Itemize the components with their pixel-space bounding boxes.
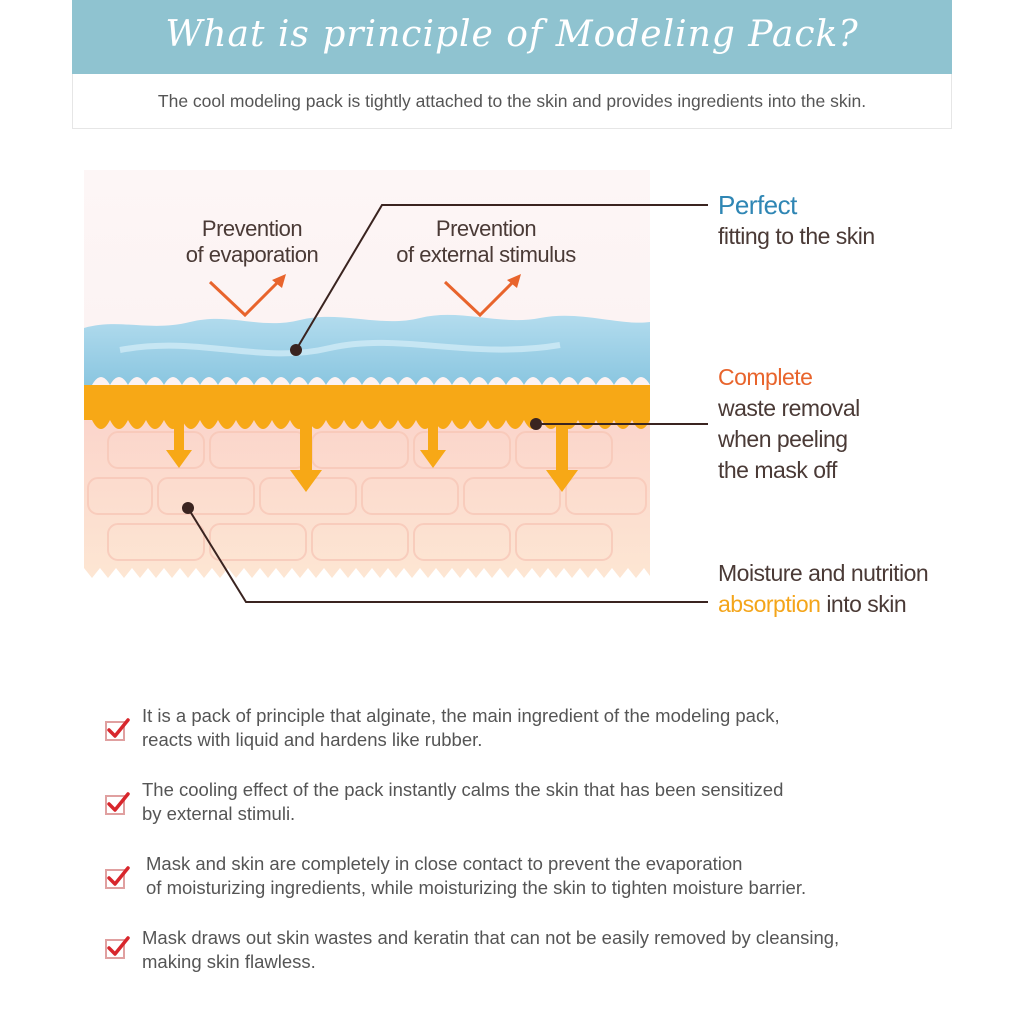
header-banner: What is principle of Modeling Pack?: [72, 0, 952, 74]
principle-diagram: Prevention of evaporation Prevention of …: [0, 150, 1024, 650]
checkbox-checked-icon: [105, 718, 130, 741]
list-item-text: Mask and skin are completely in close co…: [146, 853, 807, 898]
list-item-text: Mask draws out skin wastes and keratin t…: [142, 927, 840, 972]
leader-dots: [182, 344, 542, 514]
list-item-text: It is a pack of principle that alginate,…: [142, 705, 780, 750]
checkbox-checked-icon: [105, 792, 130, 815]
checkbox-checked-icon: [105, 866, 130, 889]
pack-layer: [84, 314, 650, 385]
label-prevention-evaporation: Prevention of evaporation: [185, 216, 319, 267]
subtitle-bar: The cool modeling pack is tightly attach…: [72, 74, 952, 129]
absorption-arrows: [166, 420, 578, 492]
waste-layer: [84, 385, 650, 429]
annotation-complete-removal: Complete waste removal when peeling the …: [718, 364, 860, 483]
annotation-moisture-absorption: Moisture and nutrition absorption into s…: [718, 560, 929, 617]
label-prevention-stimulus: Prevention of external stimulus: [396, 216, 576, 267]
page-title: What is principle of Modeling Pack?: [165, 14, 859, 55]
checkbox-checked-icon: [105, 936, 130, 959]
skin-bottom-edge: [84, 568, 650, 582]
bounce-arrows: [208, 274, 521, 318]
annotation-perfect-fitting: Perfect fitting to the skin: [718, 190, 875, 249]
leader-lines: [187, 204, 708, 603]
skin-layers-illustration: [84, 170, 708, 603]
list-item-text: The cooling effect of the pack instantly…: [142, 779, 784, 824]
subtitle-text: The cool modeling pack is tightly attach…: [157, 91, 867, 111]
